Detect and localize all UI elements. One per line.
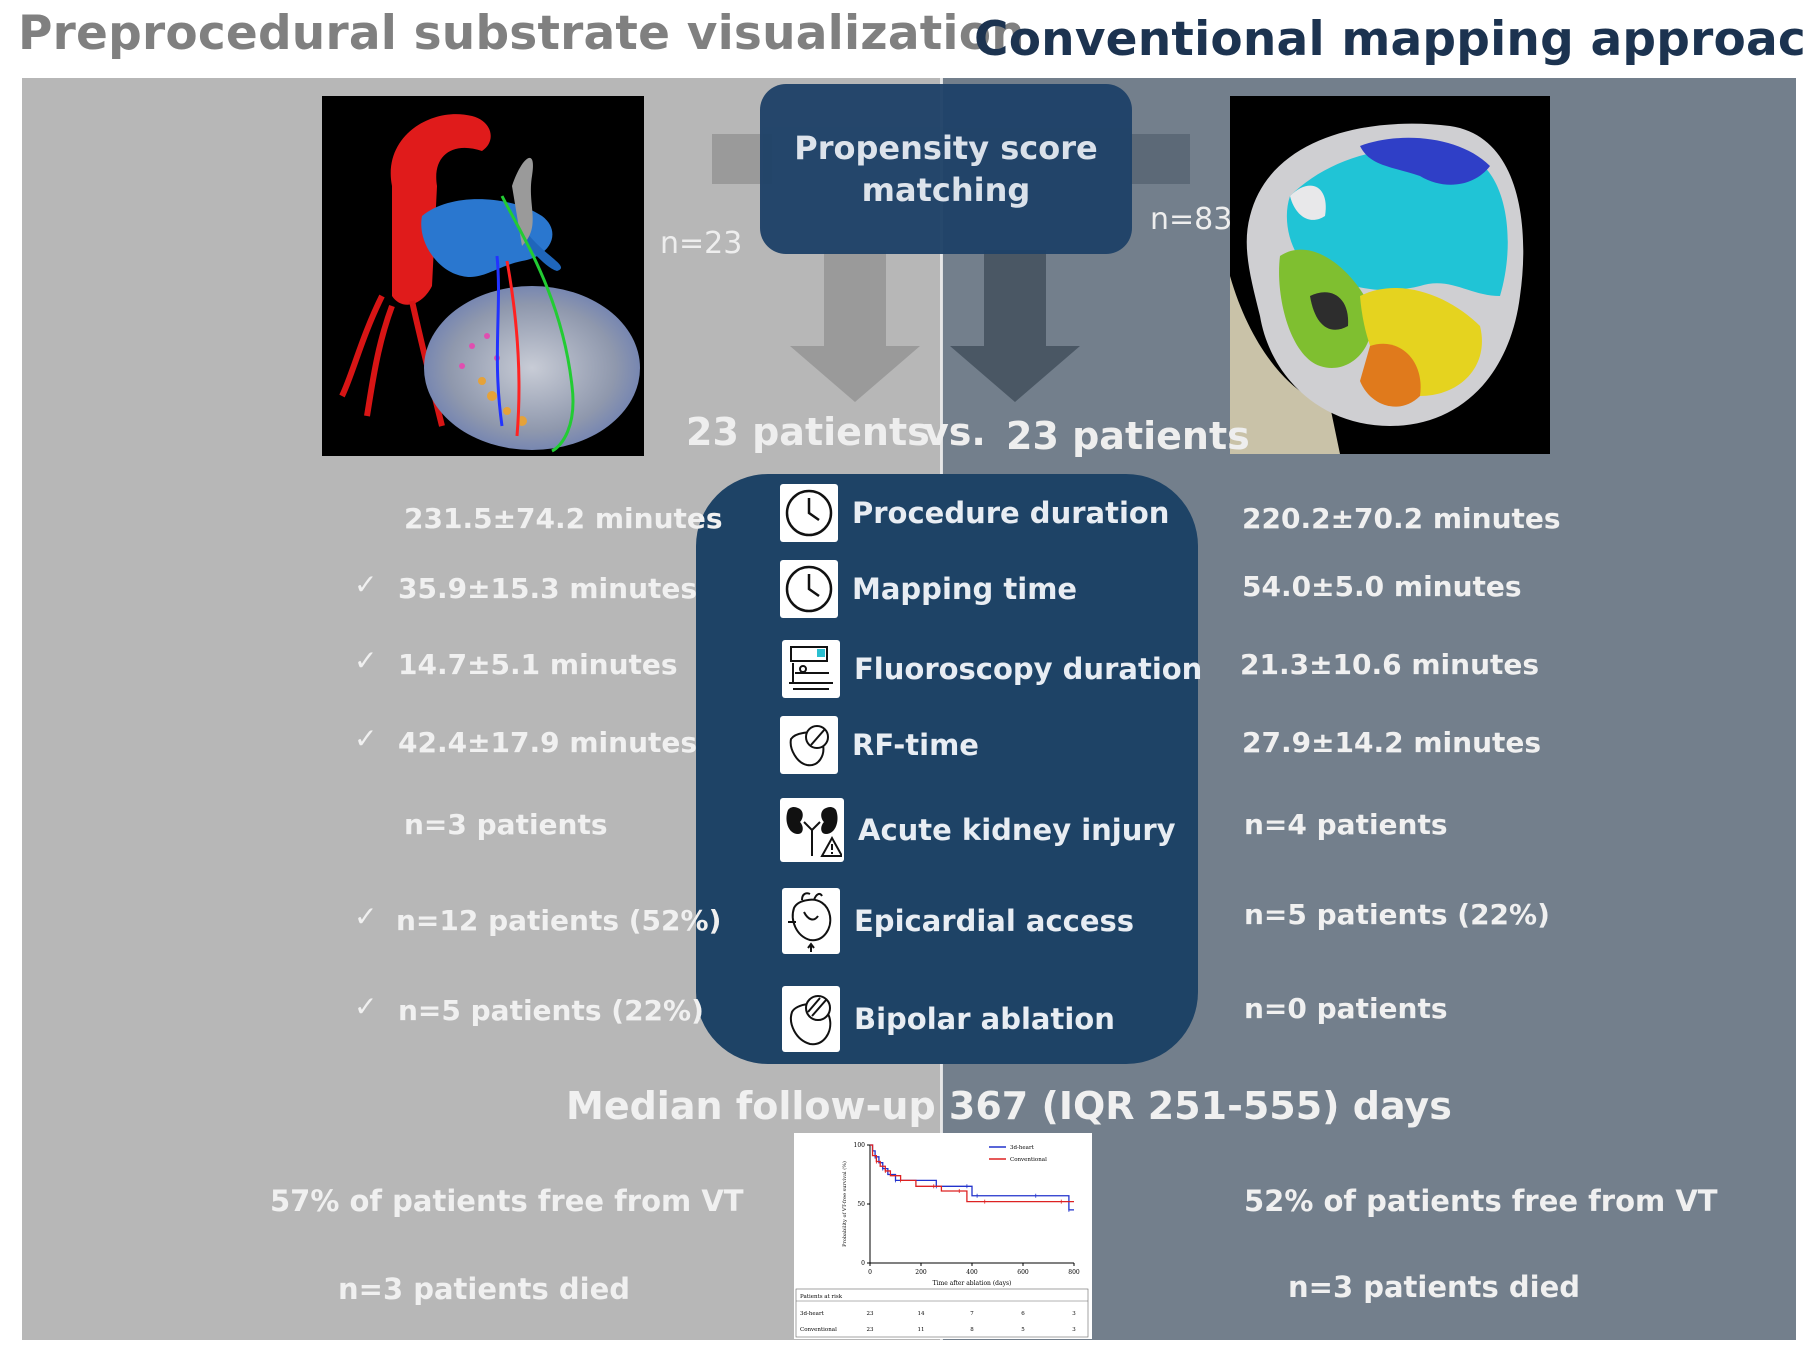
legend-label: 3d-heart (1010, 1145, 1035, 1151)
param-label: RF-time (852, 728, 979, 762)
vs-label: vs. (924, 410, 986, 454)
x-axis-label: Time after ablation (days) (933, 1280, 1012, 1287)
heart-bipolar-icon (782, 986, 840, 1052)
at-risk-table (795, 1288, 1089, 1338)
legend-label: Conventional (1010, 1157, 1047, 1163)
param-row-procedure-duration: Procedure duration (780, 484, 1200, 542)
fluoroscopy-icon (782, 640, 840, 698)
x-tick-label: 0 (868, 1269, 872, 1276)
check-icon: ✓ (354, 990, 378, 1023)
x-tick-label: 200 (915, 1269, 927, 1276)
y-tick-label: 100 (854, 1142, 866, 1149)
check-icon: ✓ (354, 644, 378, 677)
left-value-procedure-duration: 231.5±74.2 minutes (404, 502, 723, 535)
left-title: Preprocedural substrate visualization (18, 6, 1025, 61)
propensity-score-label: Propensity score matching (794, 129, 1098, 209)
left-vt-free: 57% of patients free from VT (270, 1184, 744, 1218)
at-risk-row-label: 3d-heart (800, 1311, 825, 1317)
param-label: Acute kidney injury (858, 813, 1176, 847)
left-value-rf-time: 42.4±17.9 minutes (398, 726, 698, 759)
param-label: Bipolar ablation (854, 1002, 1115, 1036)
at-risk-cell: 7 (970, 1311, 974, 1317)
param-label: Procedure duration (852, 496, 1170, 530)
left-value-mapping-time: 35.9±15.3 minutes (398, 572, 698, 605)
right-vt-free: 52% of patients free from VT (1244, 1184, 1718, 1218)
median-followup: Median follow-up 367 (IQR 251-555) days (566, 1084, 1452, 1128)
at-risk-cell: 3 (1072, 1311, 1076, 1317)
at-risk-title: Patients at risk (800, 1294, 843, 1300)
left-died: n=3 patients died (338, 1272, 631, 1306)
clock-icon (780, 484, 838, 542)
right-connector-bar (1130, 134, 1190, 184)
x-tick-label: 400 (966, 1269, 978, 1276)
right-value-procedure-duration: 220.2±70.2 minutes (1242, 502, 1561, 535)
left-down-arrow (790, 250, 920, 402)
at-risk-cell: 5 (1021, 1327, 1025, 1333)
right-died: n=3 patients died (1288, 1270, 1581, 1304)
at-risk-cell: 14 (918, 1311, 925, 1317)
left-value-kidney-injury: n=3 patients (404, 808, 608, 841)
right-group-label: 23 patients (1006, 414, 1250, 458)
param-row-acute-kidney-injury: Acute kidney injury (780, 798, 1200, 862)
check-icon: ✓ (354, 722, 378, 755)
x-tick-label: 800 (1068, 1269, 1080, 1276)
at-risk-cell: 11 (918, 1327, 925, 1333)
at-risk-cell: 6 (1021, 1311, 1025, 1317)
at-risk-cell: 23 (867, 1311, 874, 1317)
at-risk-row-label: Conventional (800, 1327, 837, 1333)
x-tick-label: 600 (1017, 1269, 1029, 1276)
param-label: Epicardial access (854, 904, 1135, 938)
heart-epicardial-icon (782, 888, 840, 954)
check-icon: ✓ (354, 568, 378, 601)
kidney-warning-icon (780, 798, 844, 862)
param-label: Mapping time (852, 572, 1078, 606)
right-value-bipolar: n=0 patients (1244, 992, 1448, 1025)
heart-model-image (322, 96, 644, 456)
param-label: Fluoroscopy duration (854, 652, 1203, 686)
y-tick-label: 50 (857, 1201, 865, 1208)
clock-icon (780, 560, 838, 618)
param-row-fluoroscopy: Fluoroscopy duration (782, 640, 1202, 698)
left-value-epicardial: n=12 patients (52%) (396, 904, 722, 937)
param-row-bipolar-ablation: Bipolar ablation (782, 986, 1202, 1052)
right-cohort-n: n=83 (1150, 202, 1233, 237)
param-row-rf-time: RF-time (780, 716, 1200, 774)
parameter-box (696, 474, 1198, 1064)
y-tick-label: 0 (861, 1260, 865, 1267)
heart-catheter-icon (780, 716, 838, 774)
right-value-epicardial: n=5 patients (22%) (1244, 898, 1550, 931)
right-value-mapping-time: 54.0±5.0 minutes (1242, 570, 1522, 603)
at-risk-cell: 8 (970, 1327, 974, 1333)
param-row-epicardial-access: Epicardial access (782, 888, 1202, 954)
left-cohort-n: n=23 (660, 226, 743, 261)
left-value-fluoroscopy: 14.7±5.1 minutes (398, 648, 678, 681)
param-row-mapping-time: Mapping time (780, 560, 1200, 618)
left-value-bipolar: n=5 patients (22%) (398, 994, 704, 1027)
right-title: Conventional mapping approach (974, 12, 1806, 67)
at-risk-cell: 23 (867, 1327, 874, 1333)
right-value-rf-time: 27.9±14.2 minutes (1242, 726, 1542, 759)
at-risk-cell: 3 (1072, 1327, 1076, 1333)
electroanatomical-map-image (1230, 96, 1550, 454)
check-icon: ✓ (354, 900, 378, 933)
right-down-arrow (950, 250, 1080, 402)
left-group-label: 23 patients (686, 410, 930, 454)
propensity-score-box: Propensity score matching (760, 84, 1132, 254)
right-value-fluoroscopy: 21.3±10.6 minutes (1240, 648, 1540, 681)
y-axis-label: Probability of VT-free survival (%) (841, 1161, 848, 1247)
right-value-kidney-injury: n=4 patients (1244, 808, 1448, 841)
